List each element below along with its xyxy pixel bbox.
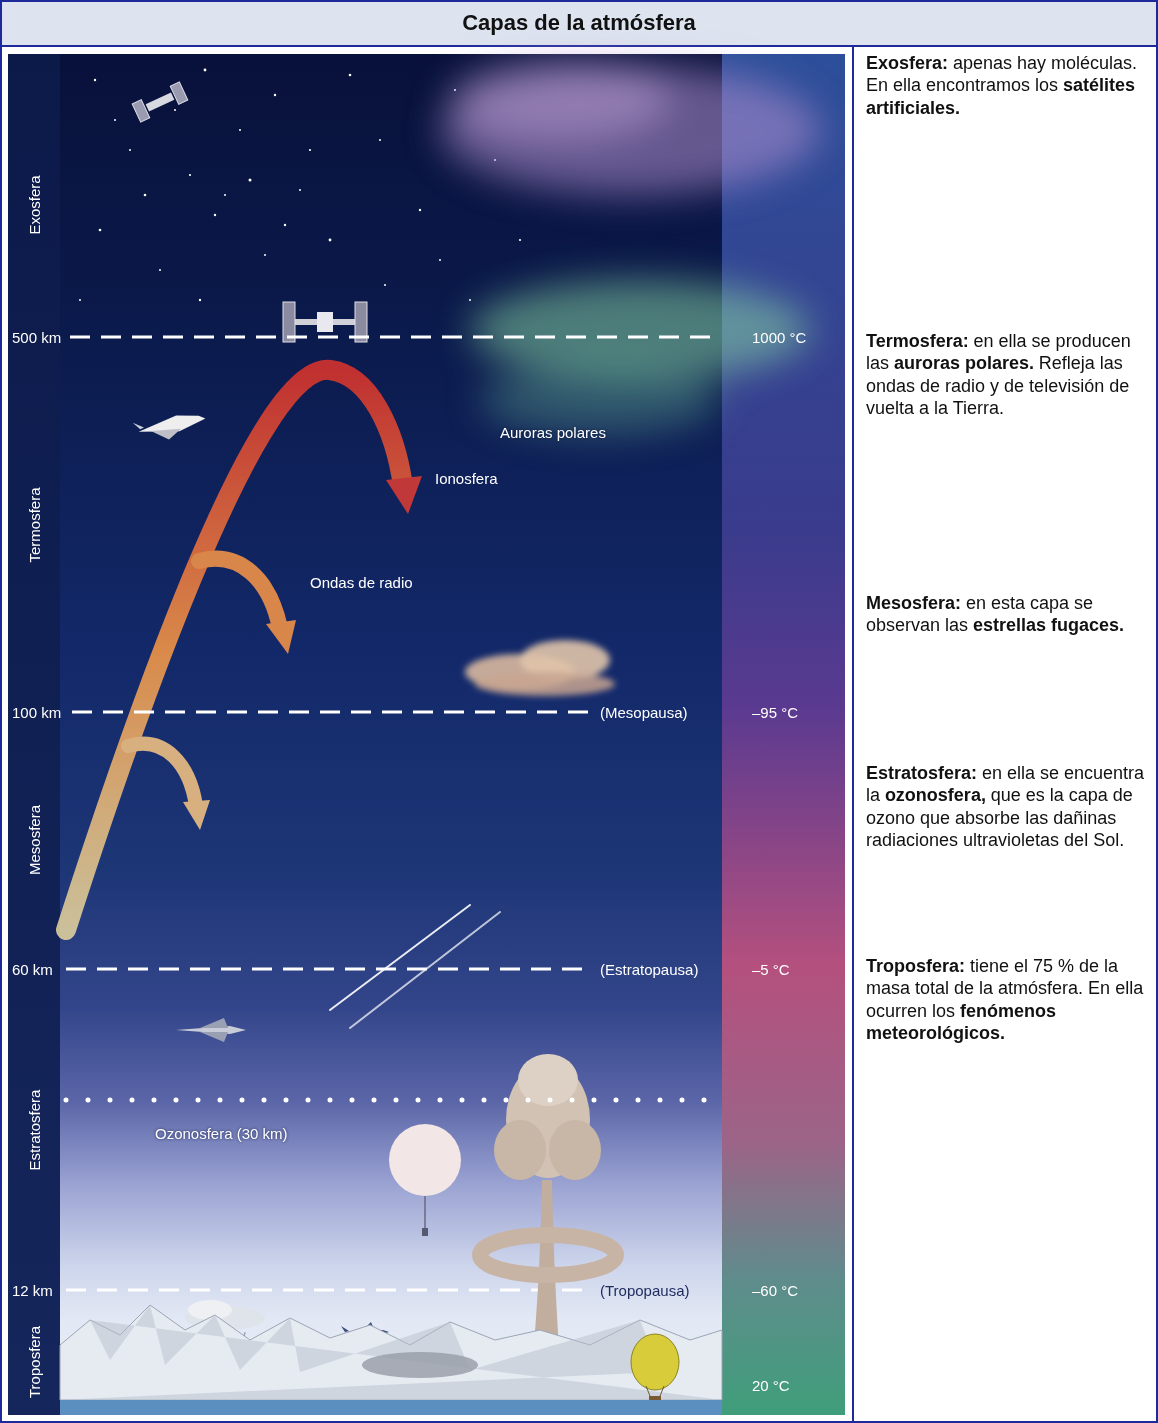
layer-description: Troposfera:tiene el 75 % de la masa tota… xyxy=(866,955,1148,1044)
layer-name: Mesosfera xyxy=(26,805,43,875)
grey-cloud xyxy=(362,1352,478,1378)
mountains xyxy=(60,1305,722,1400)
boundary-label: (Tropopausa) xyxy=(600,1282,690,1299)
title-bar xyxy=(0,0,1158,46)
temperature-label: 20 °C xyxy=(752,1377,790,1394)
weather-balloon xyxy=(389,1124,461,1236)
boundary-label: (Mesopausa) xyxy=(600,704,688,721)
altitude-lines xyxy=(66,337,720,1290)
description-term: Exosfera: xyxy=(866,53,948,73)
altitude-strip xyxy=(8,54,60,1415)
ozone-label: Ozonosfera (30 km) xyxy=(155,1125,288,1142)
description-term: Troposfera: xyxy=(866,956,965,976)
altitude-label: 12 km xyxy=(12,1282,53,1299)
layer-name: Exosfera xyxy=(26,175,43,234)
temperature-label: –5 °C xyxy=(752,961,790,978)
layer-description: Estratosfera:en ella se encuentra laozon… xyxy=(866,762,1148,851)
description-term: Mesosfera: xyxy=(866,593,961,613)
space-shuttle xyxy=(133,408,208,446)
boundary-label: (Estratopausa) xyxy=(600,961,698,978)
layer-name: Troposfera xyxy=(26,1326,43,1398)
supersonic-plane xyxy=(176,1018,246,1042)
hot-air-balloon xyxy=(631,1334,679,1403)
diagram-title: Capas de la atmósfera xyxy=(0,0,1158,46)
ozone-line xyxy=(66,1098,720,1103)
temperature-label: –60 °C xyxy=(752,1282,798,1299)
layer-description: Termosfera:en ella se producen lasaurora… xyxy=(866,330,1148,419)
shooting-stars xyxy=(330,905,500,1028)
satellite xyxy=(132,82,188,122)
altitude-label: 500 km xyxy=(12,329,61,346)
layer-name: Termosfera xyxy=(26,487,43,562)
mountain-shade xyxy=(60,1305,722,1400)
aurora-label: Auroras polares xyxy=(500,424,606,441)
layer-name: Estratosfera xyxy=(26,1090,43,1171)
temperature-strip xyxy=(722,54,845,1415)
layer-description: Mesosfera:en esta capa se observan lases… xyxy=(866,592,1148,637)
altitude-label: 100 km xyxy=(12,704,61,721)
noctilucent-cloud xyxy=(465,640,615,696)
sea xyxy=(60,1400,722,1415)
description-term: ozonosfera, xyxy=(885,785,986,805)
sky xyxy=(60,54,722,1415)
aurora xyxy=(440,60,820,435)
column-divider xyxy=(852,46,854,1423)
altitude-label: 60 km xyxy=(12,961,53,978)
description-term: Termosfera: xyxy=(866,331,969,351)
radio-waves xyxy=(66,370,422,930)
radio-label: Ondas de radio xyxy=(310,574,413,591)
layer-description: Exosfera:apenas hay moléculas. En ella e… xyxy=(866,52,1148,119)
description-term: Estratosfera: xyxy=(866,763,977,783)
ionosphere-label: Ionosfera xyxy=(435,470,498,487)
temperature-label: –95 °C xyxy=(752,704,798,721)
temperature-label: 1000 °C xyxy=(752,329,806,346)
description-term: auroras polares. xyxy=(894,353,1034,373)
description-term: estrellas fugaces. xyxy=(973,615,1124,635)
